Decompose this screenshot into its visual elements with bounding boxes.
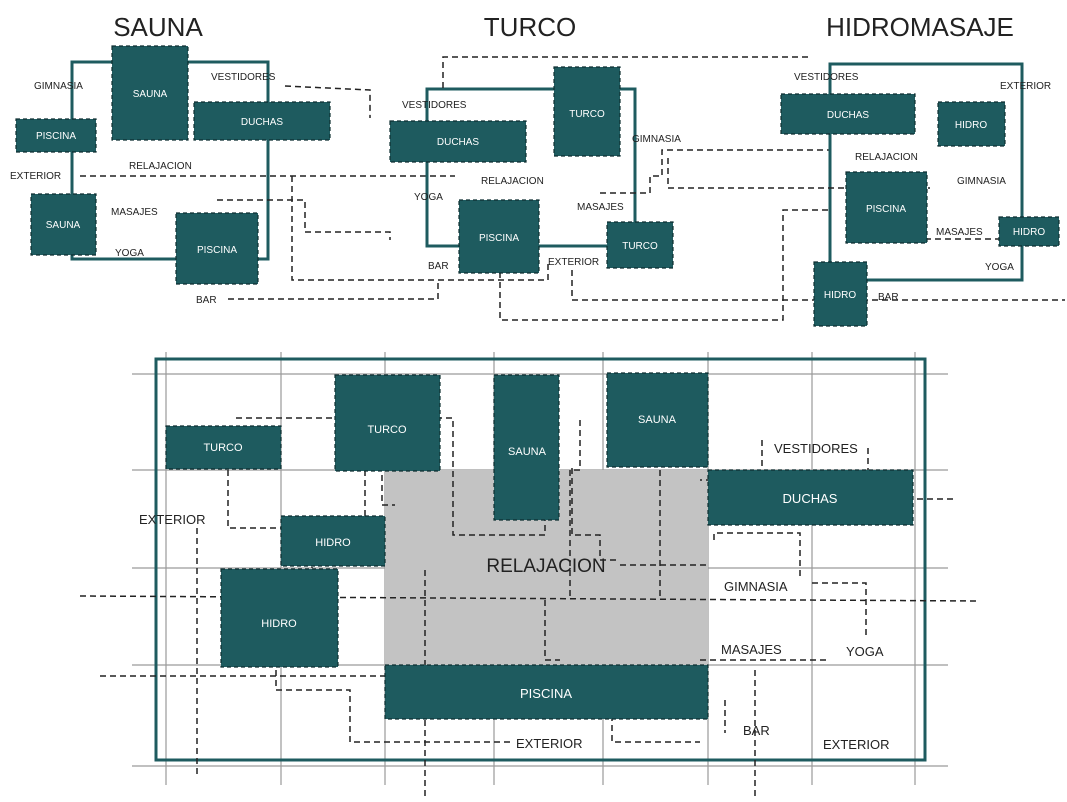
- sauna-module-duchas-label: DUCHAS: [241, 117, 284, 128]
- plan-label-exterior-right: EXTERIOR: [823, 737, 889, 752]
- sauna-module-piscina-bottom-label: PISCINA: [197, 245, 237, 256]
- sauna-module-duchas: [194, 102, 330, 140]
- hidro-label-gimnasia: GIMNASIA: [957, 176, 1006, 187]
- sauna-module-sauna-bottom: [31, 194, 96, 255]
- hidro-module-hidro-top-label: HIDRO: [955, 120, 987, 131]
- hidro-flow-gimnasia: [667, 158, 930, 189]
- sauna-label-relajacion: RELAJACION: [129, 161, 192, 172]
- hidro-module-hidro-bottom-label: HIDRO: [824, 290, 856, 301]
- sauna-flow-masajes: [217, 199, 391, 240]
- plan-module-hidro-small-label: HIDRO: [315, 537, 351, 549]
- plan-module-sauna-right-label: SAUNA: [638, 414, 677, 426]
- sauna-module-sauna-top: [112, 46, 188, 140]
- sauna-module-sauna-bottom-label: SAUNA: [46, 220, 81, 231]
- plan-module-turco-left: [166, 426, 281, 469]
- hidro-module-piscina: [846, 172, 927, 243]
- turco-module-piscina: [459, 200, 539, 273]
- plan-label-yoga: YOGA: [846, 644, 884, 659]
- plan-module-hidro-large-label: HIDRO: [261, 618, 297, 630]
- floor-plan: TURCO TURCO SAUNA SAUNA DUCHAS HIDRO HID…: [79, 352, 981, 800]
- turco-module-duchas-label: DUCHAS: [437, 137, 480, 148]
- plan-module-sauna-center: [494, 375, 559, 520]
- hidro-module-hidro-bottom: [814, 262, 867, 326]
- turco-label-yoga: YOGA: [414, 192, 443, 203]
- hidro-module-hidro-right: [999, 217, 1059, 246]
- turco-label-exterior: EXTERIOR: [548, 257, 599, 268]
- turco-module-duchas: [390, 121, 526, 162]
- turco-module-turco-top: [554, 67, 620, 156]
- plan-label-vestidores: VESTIDORES: [774, 441, 858, 456]
- sauna-label-gimnasia: GIMNASIA: [34, 81, 83, 92]
- plan-module-sauna-right: [607, 373, 708, 467]
- hidro-label-yoga: YOGA: [985, 262, 1014, 273]
- turco-module-turco-small: [607, 222, 673, 268]
- turco-flow-top: [442, 56, 808, 88]
- hidro-module-duchas-label: DUCHAS: [827, 110, 870, 121]
- plan-label-exterior-bottom: EXTERIOR: [516, 736, 582, 751]
- title-sauna: SAUNA: [113, 12, 203, 42]
- turco-label-relajacion: RELAJACION: [481, 176, 544, 187]
- hidro-module-hidro-right-label: HIDRO: [1013, 227, 1045, 238]
- title-turco: TURCO: [484, 12, 576, 42]
- turco-module-turco-small-label: TURCO: [622, 241, 658, 252]
- hidro-module-piscina-label: PISCINA: [866, 204, 906, 215]
- plan-frame: [154, 357, 927, 762]
- sauna-label-vestidores: VESTIDORES: [211, 72, 276, 83]
- sauna-label-bar: BAR: [196, 295, 217, 306]
- hidro-label-exterior: EXTERIOR: [1000, 81, 1051, 92]
- turco-flow-loop: [291, 176, 549, 281]
- plan-label-exterior-left: EXTERIOR: [139, 512, 205, 527]
- hidro-label-relajacion: RELAJACION: [855, 152, 918, 163]
- sauna-label-masajes: MASAJES: [111, 207, 158, 218]
- turco-label-vestidores: VESTIDORES: [402, 100, 467, 111]
- turco-flow-exterior: [571, 270, 1065, 301]
- plan-module-hidro-small: [281, 516, 385, 566]
- plan-module-piscina-label: PISCINA: [520, 686, 572, 701]
- sauna-label-yoga: YOGA: [115, 248, 144, 259]
- hidro-module-duchas: [781, 94, 915, 134]
- hidro-label-vestidores: VESTIDORES: [794, 72, 859, 83]
- plan-module-duchas: [708, 470, 913, 525]
- sauna-module-piscina-left-label: PISCINA: [36, 131, 76, 142]
- turco-module-turco-top-label: TURCO: [569, 109, 605, 120]
- title-hidromasaje: HIDROMASAJE: [826, 12, 1014, 42]
- hidro-label-bar: BAR: [878, 292, 899, 303]
- sauna-module-piscina-bottom: [176, 213, 258, 284]
- turco-label-masajes: MASAJES: [577, 202, 624, 213]
- plan-label-gimnasia: GIMNASIA: [724, 579, 788, 594]
- plan-relajacion-label: RELAJACION: [486, 556, 605, 577]
- plan-module-turco-left-label: TURCO: [203, 442, 243, 454]
- turco-flow-bottom: [499, 209, 830, 321]
- sauna-label-exterior: EXTERIOR: [10, 171, 61, 182]
- turco-module-piscina-label: PISCINA: [479, 233, 519, 244]
- plan-label-bar: BAR: [743, 723, 770, 738]
- turco-diagram: TURCO DUCHAS PISCINA TURCO VESTIDORES GI…: [291, 56, 1065, 321]
- sauna-diagram: SAUNA PISCINA DUCHAS SAUNA PISCINA GIMNA…: [10, 45, 455, 306]
- hidro-module-hidro-top: [938, 102, 1005, 146]
- sauna-module-piscina-left: [16, 119, 96, 152]
- plan-module-turco-center-label: TURCO: [367, 424, 407, 436]
- sauna-flow-vestidores: [284, 85, 371, 118]
- plan-module-hidro-large: [221, 569, 338, 667]
- sauna-module-sauna-top-label: SAUNA: [133, 89, 168, 100]
- plan-module-duchas-label: DUCHAS: [783, 491, 838, 506]
- plan-module-turco-center: [335, 375, 440, 471]
- turco-label-bar: BAR: [428, 261, 449, 272]
- turco-label-gimnasia: GIMNASIA: [632, 134, 681, 145]
- hidro-label-masajes: MASAJES: [936, 227, 983, 238]
- sauna-flow-bar: [228, 280, 439, 300]
- plan-label-masajes: MASAJES: [721, 642, 782, 657]
- hidro-diagram: DUCHAS HIDRO PISCINA HIDRO HIDRO VESTIDO…: [667, 62, 1060, 327]
- plan-module-piscina: [385, 665, 708, 719]
- turco-flow-gimnasia: [600, 149, 830, 194]
- plan-module-sauna-center-label: SAUNA: [508, 446, 547, 458]
- hidro-frame: [828, 62, 1024, 282]
